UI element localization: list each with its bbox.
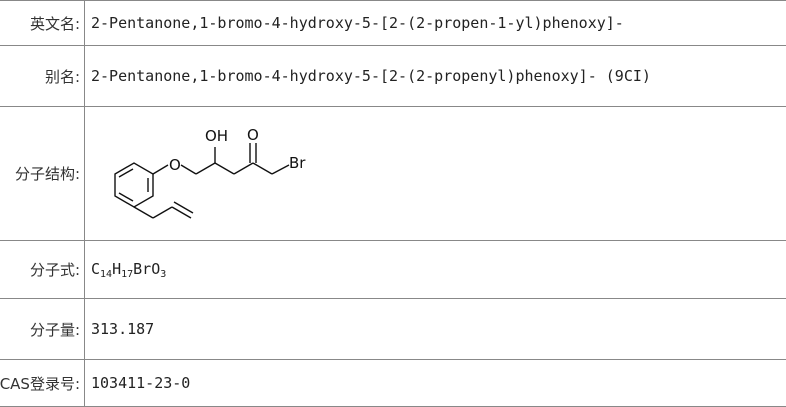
bond-ring-allyl <box>134 207 153 218</box>
row-english-name: 英文名: 2-Pentanone,1-bromo-4-hydroxy-5-[2-… <box>0 1 786 46</box>
structure-cell: O OH O Br <box>85 107 786 241</box>
bond-ch2-co <box>234 163 253 174</box>
bond-co-ch2 <box>253 163 272 174</box>
structure-label: 分子结构: <box>0 107 85 241</box>
formula-o: O <box>151 260 160 278</box>
molecule-bonds <box>115 143 289 218</box>
formula-br: Br <box>133 260 151 278</box>
english-name-label: 英文名: <box>0 1 85 46</box>
alias-value: 2-Pentanone,1-bromo-4-hydroxy-5-[2-(2-pr… <box>85 46 786 107</box>
atom-ether-oxygen: O <box>169 156 181 174</box>
atom-hydroxyl: OH <box>205 127 228 145</box>
alias-label: 别名: <box>0 46 85 107</box>
formula-o-count: 3 <box>160 269 166 280</box>
bond-o-ch2 <box>181 165 196 174</box>
bond-choh-ch2 <box>215 163 234 174</box>
formula-h: H <box>112 260 121 278</box>
weight-label: 分子量: <box>0 299 85 360</box>
weight-value: 313.187 <box>85 299 786 360</box>
formula-label: 分子式: <box>0 241 85 299</box>
row-cas: CAS登录号: 103411-23-0 <box>0 360 786 407</box>
bond-ch2-br <box>272 165 289 174</box>
formula-c: C <box>91 260 100 278</box>
formula-c-count: 14 <box>100 269 112 280</box>
allyl-double-bond-a <box>172 207 191 218</box>
row-alias: 别名: 2-Pentanone,1-bromo-4-hydroxy-5-[2-(… <box>0 46 786 107</box>
atom-bromine: Br <box>289 154 306 172</box>
bond-allyl-ch <box>153 207 172 218</box>
atom-carbonyl-oxygen: O <box>247 126 259 144</box>
formula-h-count: 17 <box>121 269 133 280</box>
row-weight: 分子量: 313.187 <box>0 299 786 360</box>
molecule-structure-diagram: O OH O Br <box>91 110 351 234</box>
cas-label: CAS登录号: <box>0 360 85 407</box>
cas-value: 103411-23-0 <box>85 360 786 407</box>
formula-value: C14H17BrO3 <box>85 241 786 299</box>
bond-ch2-choh <box>196 163 215 174</box>
row-formula: 分子式: C14H17BrO3 <box>0 241 786 299</box>
row-structure: 分子结构: <box>0 107 786 241</box>
bond-ring-o <box>153 165 168 174</box>
allyl-double-bond-b <box>174 202 193 213</box>
english-name-value: 2-Pentanone,1-bromo-4-hydroxy-5-[2-(2-pr… <box>85 1 786 46</box>
